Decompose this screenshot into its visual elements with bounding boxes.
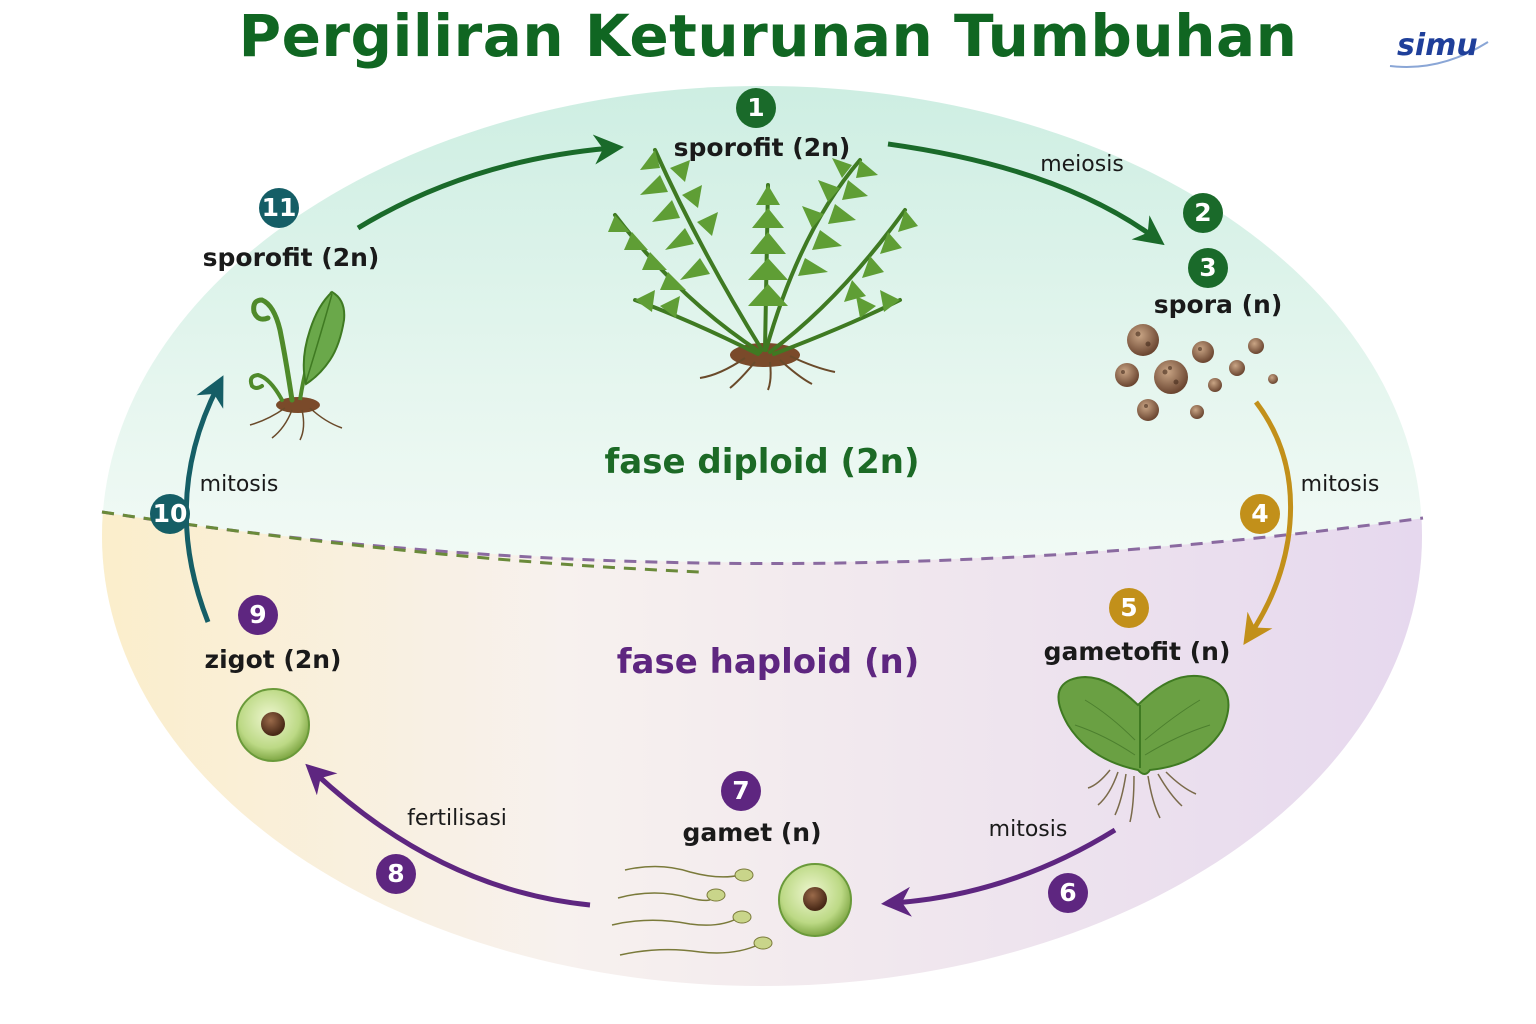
step-badge-9: 9 [238, 595, 278, 635]
process-label-meiosis: meiosis [1040, 152, 1124, 177]
fern-icon [608, 148, 918, 391]
page-title: Pergiliran Keturunan Tumbuhan [238, 2, 1298, 70]
process-label-fertilisation: fertilisasi [407, 806, 507, 831]
step-badge-6: 6 [1048, 873, 1088, 913]
process-label-mitosis-spore: mitosis [1300, 472, 1380, 497]
arrow-mitosis-spore [1243, 400, 1294, 645]
logo: simu [1383, 20, 1503, 80]
haploid-region [102, 512, 1422, 986]
process-label-mitosis-zygote: mitosis [199, 472, 279, 497]
logo-swoosh-icon [1389, 41, 1489, 68]
stage-label-spore: spora (n) [1153, 290, 1283, 319]
prothallus-icon [1057, 674, 1230, 823]
stage-label-gamete: gamet (n) [682, 818, 822, 847]
step-badge-2: 2 [1183, 193, 1223, 233]
sperm-icon [611, 865, 773, 956]
phase-divider-left [101, 510, 701, 574]
stage-label-sporophyte: sporofit (2n) [673, 133, 851, 162]
process-label-mitosis-gametophyte: mitosis [988, 817, 1068, 842]
step-badge-5: 5 [1109, 588, 1149, 628]
stage-label-gametophyte: gametofit (n) [1043, 637, 1231, 666]
egg-cell-icon [778, 863, 852, 937]
step-badge-4: 4 [1240, 494, 1280, 534]
stage-label-zygote: zigot (2n) [204, 645, 342, 674]
stage-label-young-sporophyte: sporofit (2n) [202, 243, 380, 272]
arrow-fertilisation [305, 763, 591, 908]
arrow-11-to-1 [356, 134, 624, 231]
step-badge-8: 8 [376, 854, 416, 894]
step-badge-7: 7 [721, 771, 761, 811]
step-badge-11: 11 [259, 188, 299, 228]
arrow-meiosis [887, 141, 1165, 246]
spore-icon [1115, 324, 1278, 421]
young-fern-icon [248, 290, 346, 441]
arrow-mitosis-gametophyte [881, 827, 1117, 917]
logo-text: simu [1397, 28, 1478, 63]
step-badge-1: 1 [736, 88, 776, 128]
phase-label-haploid: fase haploid (n) [616, 642, 920, 682]
phase-label-diploid: fase diploid (2n) [604, 442, 920, 482]
step-badge-10: 10 [150, 494, 190, 534]
zygote-icon [236, 688, 310, 762]
step-badge-3: 3 [1188, 248, 1228, 288]
